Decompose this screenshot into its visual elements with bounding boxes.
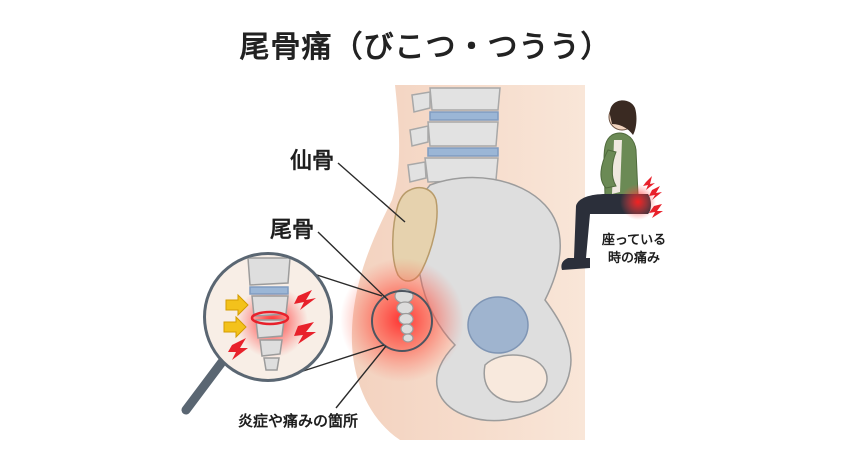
pressure-arrows xyxy=(223,293,249,339)
pain-bolts xyxy=(228,290,316,360)
sitting-pain-glow xyxy=(620,184,656,220)
label-sitting-line1: 座っている xyxy=(601,233,667,248)
magnifier xyxy=(181,252,333,415)
label-sitting-line2: 時の痛み xyxy=(607,251,660,266)
label-coccyx: 尾骨 xyxy=(270,218,315,243)
obturator-foramen xyxy=(483,354,548,403)
label-sitting-pain: 座っている 時の痛み xyxy=(594,232,674,268)
sitting-woman xyxy=(561,100,663,270)
target-ring xyxy=(371,290,433,352)
hip-socket xyxy=(467,296,529,354)
spine xyxy=(407,87,501,183)
page-title: 尾骨痛（びこつ・つうう） xyxy=(239,30,612,65)
label-inflammation: 炎症や痛みの箇所 xyxy=(238,412,359,430)
label-sacrum: 仙骨 xyxy=(290,149,335,174)
